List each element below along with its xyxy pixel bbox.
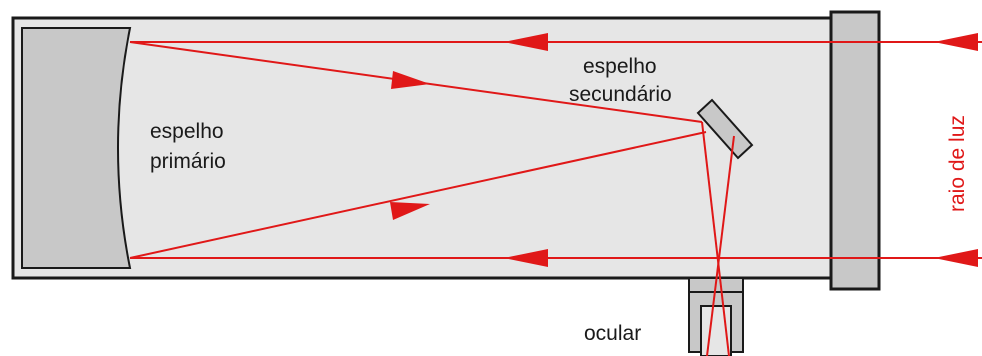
ray-arrows (390, 33, 978, 267)
arrow-reflected-top (391, 71, 430, 89)
ray-to-eyepiece-2 (706, 135, 735, 356)
primary-mirror (21, 27, 132, 269)
label-secondary-mirror-2: secundário (569, 83, 672, 106)
label-light-ray: raio de luz (946, 115, 969, 212)
ray-reflected-bottom (129, 131, 707, 259)
arrow-reflected-bottom (390, 202, 430, 220)
arrow-top-outside (934, 33, 978, 51)
arrow-top-inside (504, 33, 548, 51)
label-primary-mirror-1: espelho (150, 120, 224, 143)
tube-front-ring (829, 10, 881, 291)
label-eyepiece: ocular (584, 322, 641, 345)
label-primary-mirror-2: primário (150, 150, 226, 173)
arrow-bottom-outside (934, 249, 978, 267)
arrow-bottom-inside (504, 249, 548, 267)
telescope-tube (11, 16, 851, 280)
secondary-mirror (696, 98, 754, 160)
light-rays (129, 41, 982, 356)
ray-to-eyepiece-1 (701, 121, 730, 356)
label-secondary-mirror-1: espelho (583, 55, 657, 78)
